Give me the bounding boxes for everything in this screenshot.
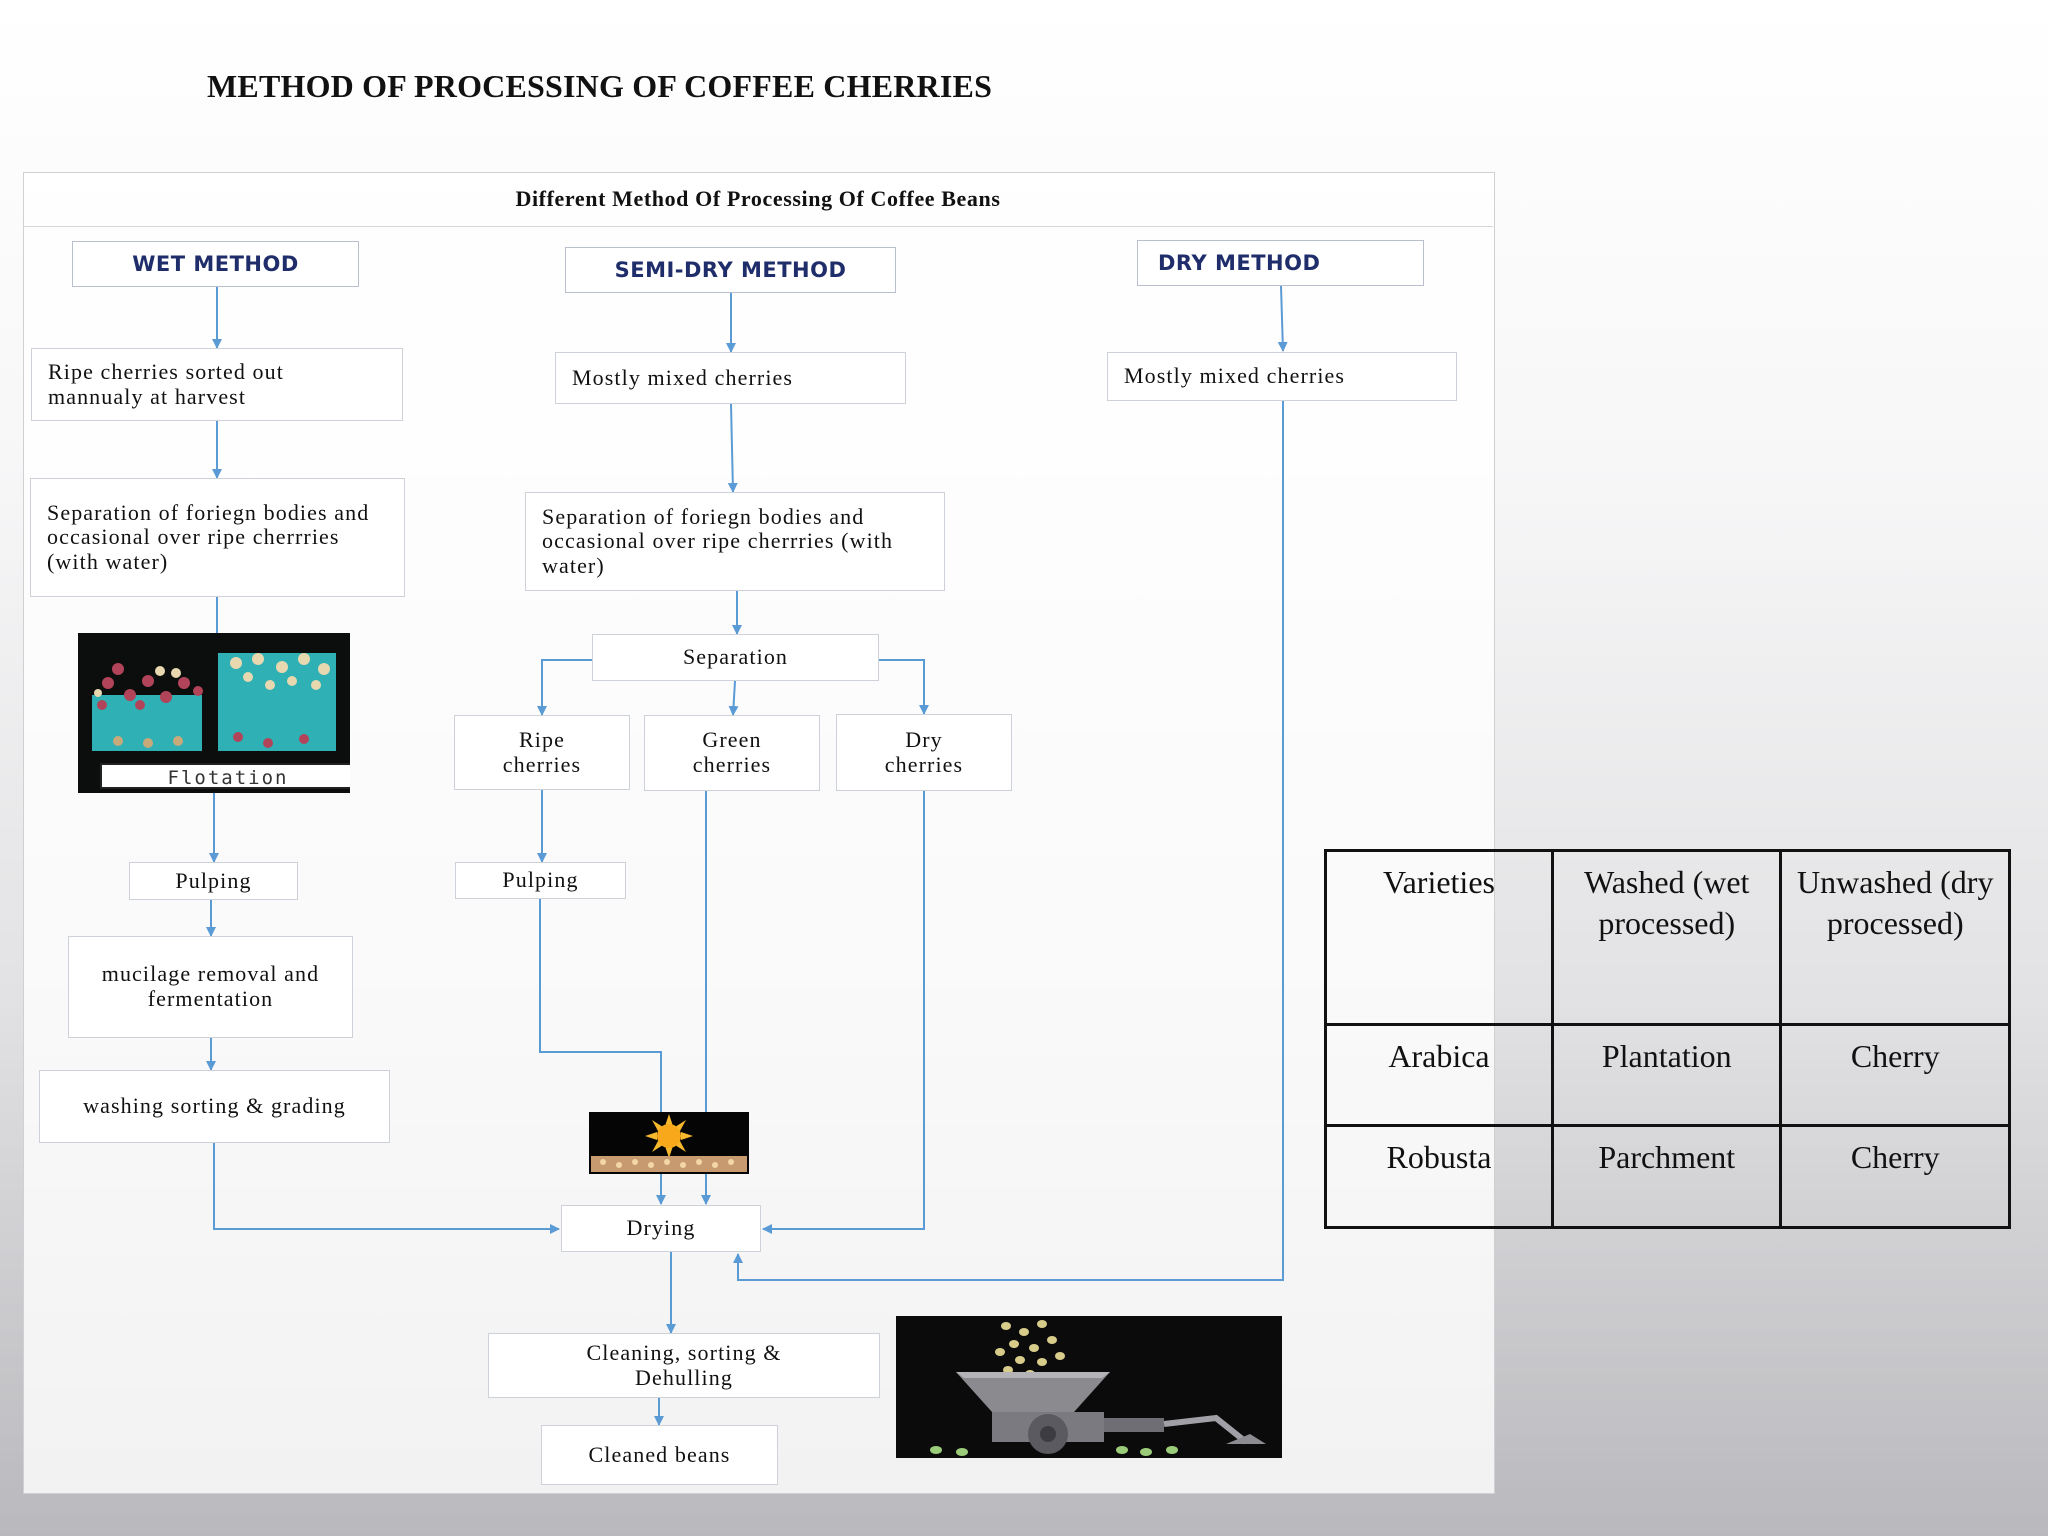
flotation-image: Flotation (78, 633, 350, 793)
table-header-unwashed: Unwashed (dry processed) (1779, 849, 2011, 1026)
semi-dry-method-header: SEMI-DRY METHOD (565, 247, 896, 293)
table-row: Arabica Plantation Cherry (1324, 1023, 2011, 1127)
wet-step-pulping: Pulping (129, 862, 298, 900)
dry-method-header: DRY METHOD (1137, 240, 1424, 286)
arrow-separation-to-dry (879, 659, 929, 715)
semi-step-green-cherries: Green cherries (644, 715, 820, 791)
step-drying: Drying (561, 1205, 761, 1252)
arrow-washing-to-drying (213, 1143, 560, 1234)
semi-step-separation-foreign-bodies: Separation of foriegn bodies and occasio… (525, 492, 945, 591)
table-cell: Robusta (1324, 1124, 1554, 1229)
step-cleaning-sorting-dehulling: Cleaning, sorting & Dehulling (488, 1333, 880, 1398)
semi-step-mixed-cherries: Mostly mixed cherries (555, 352, 906, 404)
dehulling-machine-image (896, 1316, 1282, 1458)
semi-step-pulping: Pulping (455, 862, 626, 899)
semi-step-dry-cherries: Dry cherries (836, 714, 1012, 791)
table-header-varieties: Varieties (1324, 849, 1554, 1026)
table-header-row: Varieties Washed (wet processed) Unwashe… (1324, 849, 2011, 1026)
wet-step-washing-sorting-grading: washing sorting & grading (39, 1070, 390, 1143)
slide-title: METHOD OF PROCESSING OF COFFEE CHERRIES (207, 68, 993, 104)
table-cell: Arabica (1324, 1023, 1554, 1127)
arrow-dry-cherries-to-drying (762, 791, 925, 1234)
diagram-title: Different Method Of Processing Of Coffee… (23, 172, 1493, 227)
arrow-dry-step1-to-drying (733, 401, 1284, 1281)
arrow-separation-to-ripe (537, 659, 592, 716)
flotation-label: Flotation (100, 763, 350, 789)
arrow-dry-header-to-step1 (1277, 285, 1288, 352)
step-cleaned-beans: Cleaned beans (541, 1425, 778, 1485)
wet-step-sorted-at-harvest: Ripe cherries sorted out mannualy at har… (31, 348, 403, 421)
sun-drying-image (589, 1112, 749, 1174)
dry-step-mixed-cherries: Mostly mixed cherries (1107, 352, 1457, 401)
table-row: Robusta Parchment Cherry (1324, 1124, 2011, 1229)
arrow-semi-step1-to-step2 (727, 403, 738, 493)
varieties-table: Varieties Washed (wet processed) Unwashe… (1324, 849, 2011, 1229)
table-cell: Cherry (1779, 1023, 2011, 1127)
dehulling-machine-illustration (896, 1316, 1282, 1458)
semi-step-ripe-cherries: Ripe cherries (454, 715, 630, 790)
arrow-separation-to-green (728, 680, 739, 716)
table-header-washed: Washed (wet processed) (1550, 849, 1783, 1026)
wet-method-header: WET METHOD (72, 241, 359, 287)
wet-step-mucilage-removal: mucilage removal and fermentation (68, 936, 353, 1038)
semi-step-separation: Separation (592, 634, 879, 681)
wet-step-separation-foreign-bodies: Separation of foriegn bodies and occasio… (30, 478, 405, 597)
line-pulping-to-sun (539, 899, 662, 1112)
table-cell: Cherry (1779, 1124, 2011, 1229)
table-cell: Plantation (1550, 1023, 1783, 1127)
table-cell: Parchment (1550, 1124, 1783, 1229)
sun-drying-illustration (589, 1112, 749, 1174)
